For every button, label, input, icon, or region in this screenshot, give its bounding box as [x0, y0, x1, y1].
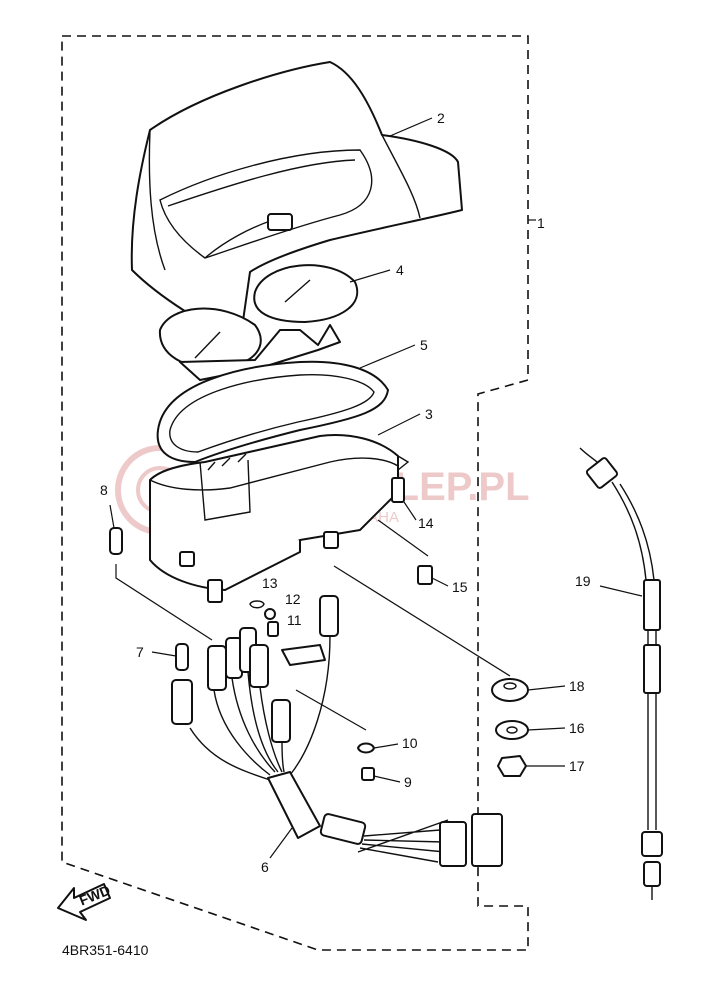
- leader-6: [269, 827, 293, 859]
- callout-7: 7: [136, 644, 144, 660]
- leader-10: [373, 743, 399, 749]
- part-11-screw: [267, 621, 279, 637]
- callout-17: 17: [569, 758, 585, 774]
- part-7-socket: [171, 679, 193, 725]
- callout-3: 3: [425, 406, 433, 422]
- leader-3-mount: [377, 519, 429, 557]
- callout-8: 8: [100, 482, 108, 498]
- part-7-bulb: [175, 643, 189, 671]
- part-3-meter-case: [149, 434, 410, 603]
- leader-2: [389, 117, 433, 137]
- part-6-wire-harness: [189, 595, 503, 867]
- callout-9: 9: [404, 774, 412, 790]
- part-2-meter-cover: [130, 61, 463, 343]
- part-16-washer-hole: [506, 726, 518, 734]
- part-10-washer: [357, 742, 375, 754]
- leader-5: [359, 344, 416, 369]
- callout-1: 1: [537, 215, 545, 231]
- leader-7: [151, 651, 177, 657]
- leader-18: [527, 685, 566, 691]
- callout-16: 16: [569, 720, 585, 736]
- part-16-washer: [495, 720, 529, 740]
- leader-mount-path: [333, 565, 511, 677]
- fwd-arrow-icon: FWD: [57, 882, 112, 921]
- leader-15: [431, 577, 449, 587]
- leader-3: [377, 413, 421, 436]
- leader-4: [349, 269, 391, 283]
- part-18-grommet-hole: [503, 682, 517, 690]
- callout-15: 15: [452, 579, 468, 595]
- part-19-meter-cable: [579, 447, 663, 900]
- callout-12: 12: [285, 591, 301, 607]
- diagram-code: 4BR351-6410: [62, 942, 149, 958]
- part-13-washer: [249, 600, 265, 609]
- leader-16: [527, 727, 566, 731]
- callout-14: 14: [418, 515, 434, 531]
- callout-10: 10: [402, 735, 418, 751]
- leader-10-path: [295, 689, 367, 731]
- callout-2: 2: [437, 110, 445, 126]
- leader-14: [403, 501, 417, 521]
- part-14-screw: [391, 477, 405, 503]
- part-15-screw: [417, 565, 433, 585]
- part-8-bulb: [109, 527, 123, 555]
- callout-4: 4: [396, 262, 404, 278]
- callout-5: 5: [420, 337, 428, 353]
- leader-8: [109, 504, 115, 529]
- part-17-nut: [497, 755, 527, 777]
- part-12-washer: [264, 608, 276, 620]
- callout-18: 18: [569, 678, 585, 694]
- callout-19: 19: [575, 573, 591, 589]
- assembly-boundary: [61, 35, 529, 951]
- leader-8-path: [115, 564, 213, 641]
- callout-6: 6: [261, 859, 269, 875]
- callout-13: 13: [262, 575, 278, 591]
- leader-19: [599, 585, 643, 597]
- callout-11: 11: [287, 612, 302, 628]
- part-5-gasket: [156, 360, 389, 463]
- leader-9: [373, 775, 401, 783]
- part-9-screw: [361, 767, 375, 781]
